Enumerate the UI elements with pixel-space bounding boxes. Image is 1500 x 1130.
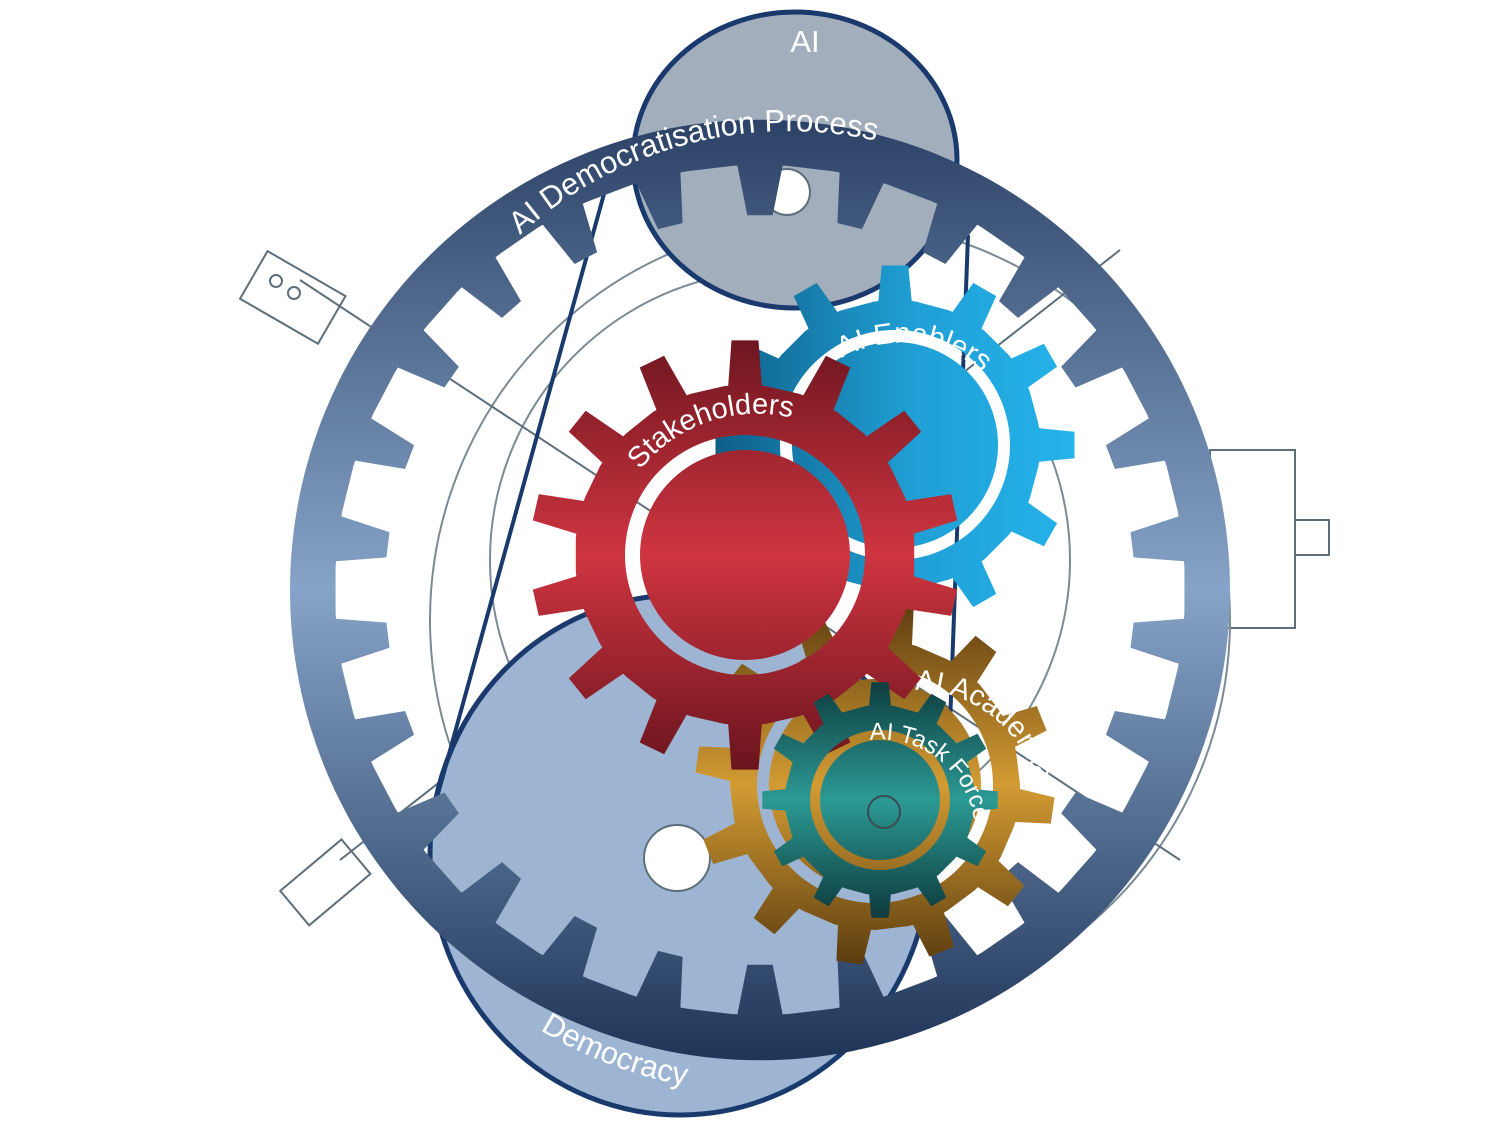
stakeholders-gear-body (532, 340, 958, 770)
democracy-gear-hole (643, 824, 711, 892)
task-force-gear: AI Task Force (762, 682, 998, 918)
ai-label: AI (790, 24, 819, 59)
task-force-gear-body (762, 682, 998, 918)
belt-line-left (426, 164, 614, 831)
sketch-bracket-left-bottom (278, 838, 372, 927)
sketch-hole (269, 274, 283, 288)
sketch-bracket-left-top (238, 249, 347, 346)
sketch-box-right-small (1294, 519, 1330, 556)
sketch-hole (287, 286, 301, 300)
task-force-hub (867, 795, 901, 829)
